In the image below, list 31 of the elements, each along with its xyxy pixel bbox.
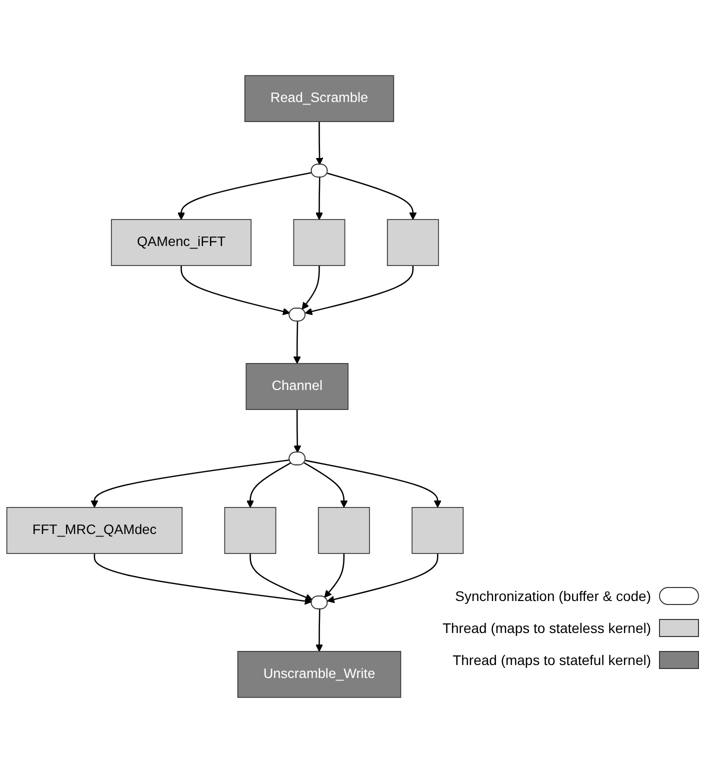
legend-text: Thread (maps to stateful kernel)	[452, 652, 651, 668]
arrow	[305, 460, 442, 508]
arrow	[90, 459, 290, 508]
node-box	[293, 219, 346, 266]
arrow	[94, 553, 312, 605]
legend-text: Synchronization (buffer & code)	[455, 588, 651, 604]
arrow	[327, 172, 417, 220]
arrow	[302, 266, 320, 310]
node-box: Unscramble_Write	[237, 650, 402, 698]
node-box	[386, 219, 439, 266]
arrow	[316, 177, 323, 220]
arrow	[293, 321, 301, 364]
arrow	[250, 553, 313, 601]
node-box	[318, 507, 370, 554]
arrow	[180, 266, 290, 316]
node-box: FFT_MRC_QAMdec	[6, 507, 183, 554]
node-box: Channel	[246, 363, 348, 410]
arrow	[178, 172, 312, 220]
node-box: Read_Scramble	[244, 75, 394, 122]
arrow	[304, 462, 348, 508]
arrow	[304, 266, 414, 316]
arrow	[324, 553, 345, 598]
arrow	[316, 122, 324, 165]
arrow	[246, 462, 292, 508]
node-box	[224, 507, 276, 554]
arrow	[294, 410, 302, 453]
node-box	[412, 507, 464, 554]
legend-text: Thread (maps to stateless kernel)	[442, 620, 651, 636]
arrow	[327, 553, 438, 604]
node-box: QAMenc_iFFT	[110, 219, 252, 266]
arrow	[316, 609, 323, 652]
